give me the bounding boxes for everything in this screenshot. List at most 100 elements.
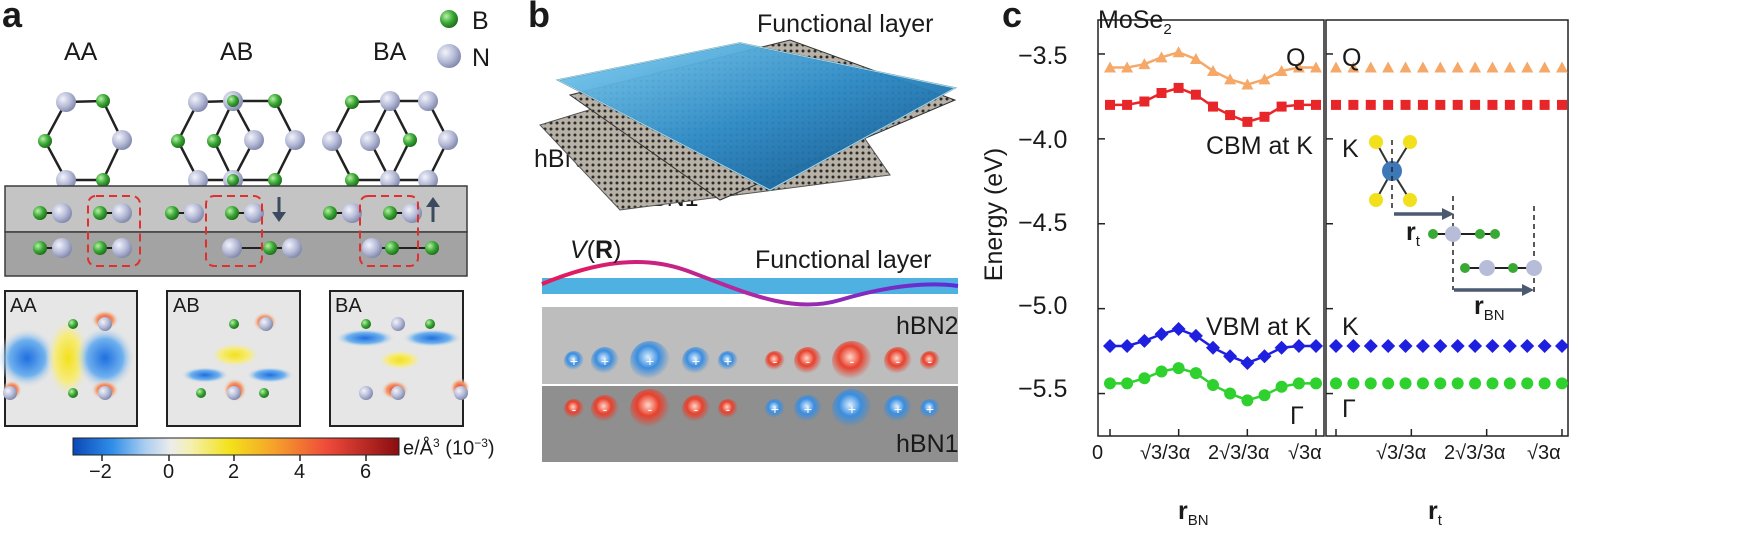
data-point-circle (1556, 377, 1568, 390)
selenium-atom (1369, 193, 1383, 207)
band-label-cbm: CBM at K (1206, 132, 1313, 160)
right-plot-frame (1325, 19, 1569, 437)
data-point-circle (1486, 377, 1499, 390)
legend-boron-icon (440, 10, 458, 28)
colorbar (72, 437, 400, 456)
svg-text:-: - (928, 353, 933, 369)
lattice-ab (176, 99, 297, 182)
data-point-diamond (1398, 339, 1413, 354)
data-point-circle (1121, 377, 1134, 390)
svg-text:-: - (773, 353, 778, 369)
side-view-slab (4, 185, 468, 277)
nitrogen-atom (1526, 260, 1542, 276)
lattice-ba-atoms (322, 91, 458, 190)
band-label-k-right-bottom: K (1342, 313, 1359, 341)
data-point-square (1293, 99, 1304, 110)
data-point-circle (1330, 377, 1342, 390)
data-point-square (1122, 99, 1133, 110)
data-point-diamond (1468, 339, 1483, 354)
data-point-diamond (1171, 322, 1186, 337)
data-point-square (1259, 111, 1270, 122)
charge-row-top: + + + + + - - - - - (564, 341, 940, 381)
data-point-triangle (1292, 61, 1305, 73)
side-view-atoms (33, 203, 439, 258)
data-point-square (1557, 99, 1567, 110)
colorbar-ticks (101, 455, 367, 461)
data-point-diamond (1433, 339, 1448, 354)
data-point-triangle (1469, 61, 1482, 73)
svg-text:+: + (926, 401, 934, 417)
data-point-circle (1399, 377, 1412, 390)
lattice-aa (43, 99, 124, 182)
data-point-diamond (1485, 339, 1500, 354)
stacking-label-ba: BA (373, 38, 407, 66)
legend-boron-label: B (472, 7, 489, 35)
box-hbn1-label: hBN1 (896, 430, 959, 458)
data-point-diamond (1520, 339, 1535, 354)
band-label-vbm: VBM at K (1206, 313, 1312, 341)
svg-text:-: - (896, 353, 901, 369)
data-point-square (1470, 99, 1481, 110)
panel-c-letter: c (1002, 0, 1023, 35)
data-point-triangle (1364, 61, 1377, 73)
boron-atom (1428, 229, 1438, 239)
data-point-diamond (1137, 333, 1152, 348)
left-x-tick-label: 0 (1092, 442, 1104, 464)
data-point-diamond (1188, 328, 1203, 343)
svg-text:+: + (804, 401, 812, 417)
data-point-triangle (1503, 61, 1516, 73)
panel-a-letter: a (2, 0, 23, 35)
nitrogen-atom (1479, 260, 1495, 276)
svg-text:-: - (850, 353, 855, 369)
band-label-q-left: Q (1286, 44, 1306, 72)
data-point-diamond (1274, 340, 1289, 355)
boron-atom (1490, 229, 1500, 239)
dashed-box-ba (359, 195, 419, 267)
data-point-circle (1469, 377, 1482, 390)
arrow-down-icon (272, 197, 286, 222)
data-point-circle (1241, 394, 1254, 407)
svg-text:+: + (771, 401, 779, 417)
data-point-triangle (1434, 61, 1447, 73)
panel-b: b Functional layer hBN2 hBN1 (528, 0, 1085, 553)
data-point-circle (1258, 389, 1271, 402)
svg-text:+: + (848, 401, 856, 417)
data-point-circle (1382, 377, 1395, 390)
data-point-diamond (1206, 340, 1220, 355)
data-point-circle (1155, 365, 1168, 378)
map-ba (329, 290, 470, 427)
boron-atom (1475, 229, 1485, 239)
dashed-box-aa (87, 195, 141, 267)
data-point-triangle (1275, 64, 1288, 76)
colorbar-tick-label: 4 (294, 461, 306, 483)
panel-c: c MoSe2 Energy (eV) −3.5 −4.0 −4.5 −5.0 … (980, 0, 1746, 553)
selenium-atom (1403, 193, 1417, 207)
data-point-square (1311, 99, 1321, 110)
arrow-rt-head (1442, 208, 1454, 220)
data-point-square (1156, 88, 1167, 99)
data-point-diamond (1346, 339, 1361, 354)
boron-atom (1508, 263, 1518, 273)
colorbar-tick-label: 6 (360, 461, 372, 483)
data-point-square (1225, 110, 1236, 121)
right-x-tick-label: 2√3/3α (1444, 442, 1506, 464)
data-point-square (1208, 101, 1218, 112)
svg-text:-: - (572, 401, 577, 417)
right-x-axis-label: rt (1428, 497, 1442, 529)
data-point-triangle (1310, 61, 1322, 73)
selenium-atom (1403, 135, 1417, 149)
svg-text:-: - (694, 401, 699, 417)
data-point-square (1539, 99, 1550, 110)
data-point-square (1173, 82, 1184, 93)
boron-atom (1460, 263, 1470, 273)
colorbar-tick-label: 2 (228, 461, 240, 483)
data-point-diamond (1120, 339, 1135, 354)
nitrogen-atom (1445, 226, 1461, 242)
data-point-square (1435, 99, 1446, 110)
data-point-diamond (1537, 339, 1552, 354)
svg-text:-: - (806, 353, 811, 369)
data-point-square (1522, 99, 1533, 110)
map-ab (166, 290, 301, 427)
data-point-triangle (1155, 51, 1168, 63)
svg-text:-: - (648, 401, 653, 417)
